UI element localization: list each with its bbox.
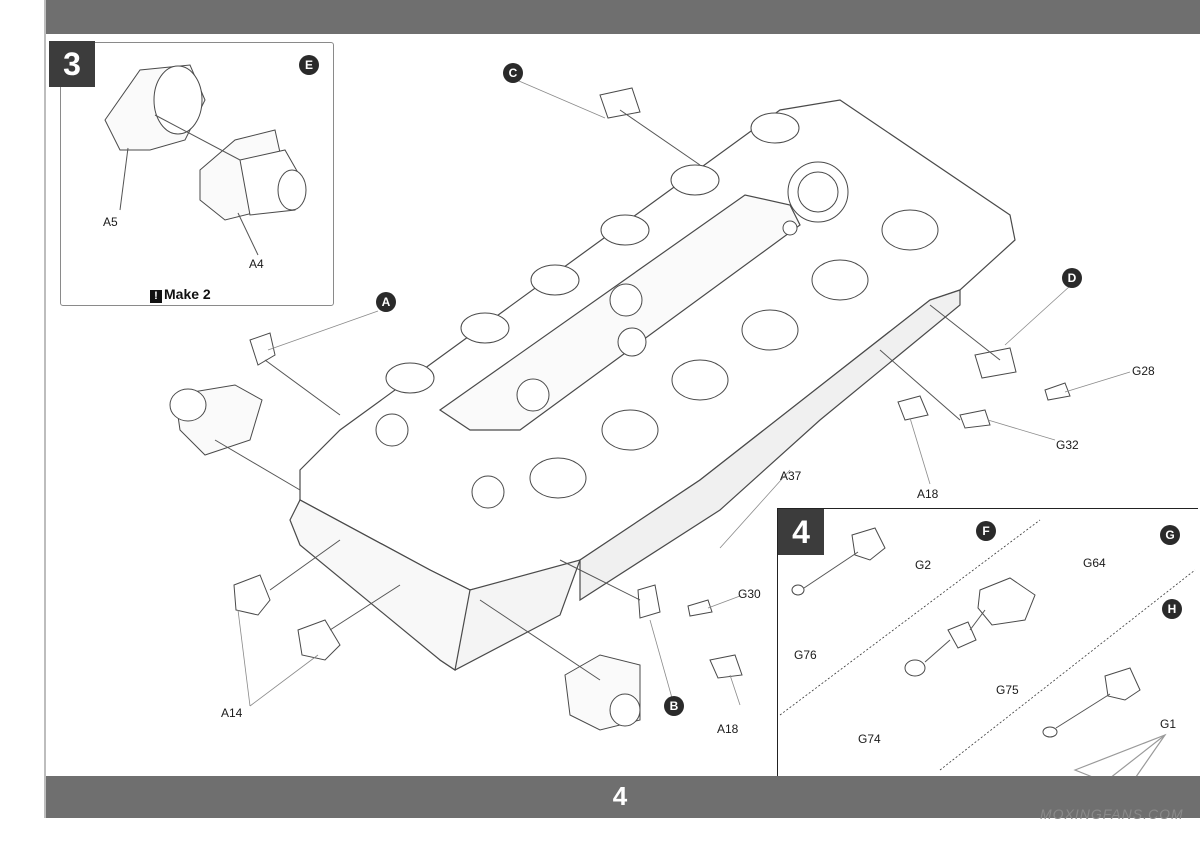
step-number: 4 — [778, 509, 824, 555]
part-g2 — [851, 527, 886, 561]
part-label-a37: A37 — [780, 469, 802, 483]
part-label-g64: G64 — [1083, 556, 1106, 570]
hull-side-right — [579, 289, 961, 602]
callout-f: F — [976, 521, 996, 541]
part-label-g75: G75 — [996, 683, 1019, 697]
part-g64 — [977, 577, 1036, 626]
footer-band — [46, 776, 1200, 818]
part-label-g28: G28 — [1132, 364, 1155, 378]
part-label-g1: G1 — [1160, 717, 1177, 731]
part-label-a14: A14 — [221, 706, 243, 720]
part-label-g74: G74 — [858, 732, 881, 746]
part-label-a18-lower: A18 — [717, 722, 739, 736]
header-band — [46, 0, 1200, 34]
part-label-a5: A5 — [103, 215, 118, 229]
hull-nose — [289, 499, 471, 672]
step-3-inset: 3 E A5 A4 — [49, 41, 334, 306]
part-label-g30: G30 — [738, 587, 761, 601]
step-4-inset: 4 F G H G2 G64 G76 G75 G74 G1 — [777, 508, 1198, 777]
page-spine — [44, 0, 46, 818]
callout-c: C — [503, 63, 523, 83]
part-label-a18: A18 — [917, 487, 939, 501]
callout-h: H — [1162, 599, 1182, 619]
part-label-g2: G2 — [915, 558, 932, 572]
part-label-a4: A4 — [249, 257, 264, 271]
hatch-small — [609, 283, 643, 317]
suspension-housing — [881, 209, 939, 251]
step-number: 3 — [49, 41, 95, 87]
watermark-text: MOXINGFANS.COM — [1040, 806, 1184, 822]
part-label-g76: G76 — [794, 648, 817, 662]
callout-e: E — [299, 55, 319, 75]
warning-icon: ! — [150, 290, 162, 303]
part-label-g32: G32 — [1056, 438, 1079, 452]
callout-b: B — [664, 696, 684, 716]
page-number: 4 — [612, 781, 628, 811]
callout-d: D — [1062, 268, 1082, 288]
callout-g: G — [1160, 525, 1180, 545]
make-quantity-note: !Make 2 — [150, 286, 211, 303]
part-a14-plate — [233, 574, 271, 616]
part-bracket — [249, 332, 276, 366]
callout-a: A — [376, 292, 396, 312]
part-g1 — [1104, 667, 1141, 701]
